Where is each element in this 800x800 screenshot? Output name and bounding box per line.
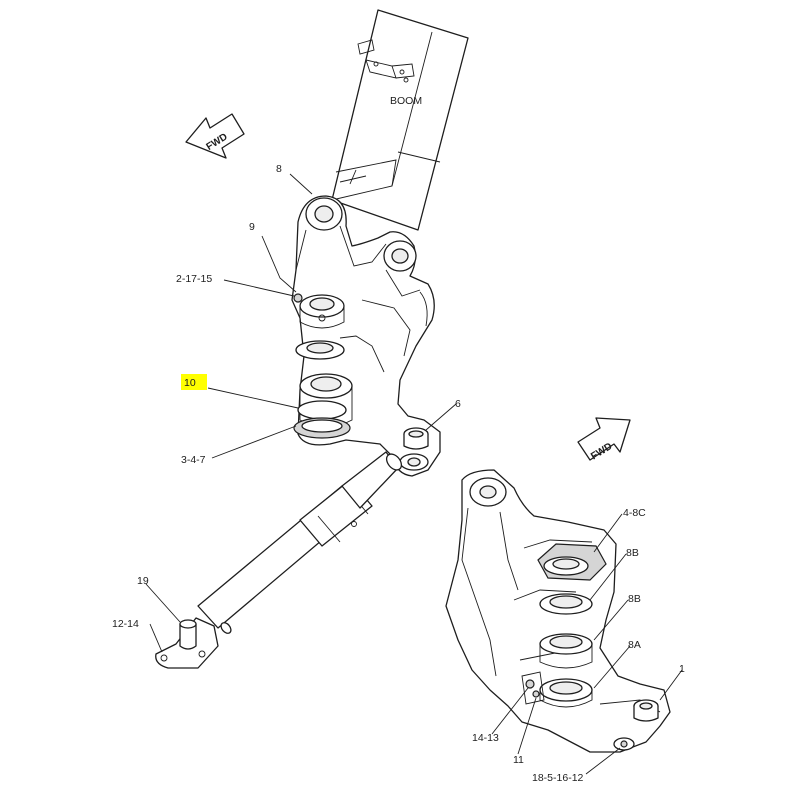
leader-lines [145,173,683,775]
callout-14-13: 14-13 [472,732,499,744]
callout-8a: 8A [628,639,641,651]
callout-labels: 8 9 2-17-15 10 6 3-4-7 4-8C 8B 8B 8A 1 1… [112,163,685,784]
boom-assembly [331,9,469,231]
callout-4-8c: 4-8C [623,507,646,519]
callout-3-4-7: 3-4-7 [181,454,206,466]
callout-8b-bottom: 8B [628,593,641,605]
fwd-arrow-top: FWD [185,113,245,159]
callout-1: 1 [679,663,685,675]
callout-18-5-16-12: 18-5-16-12 [532,772,584,784]
callout-8: 8 [276,163,282,175]
callout-10-highlight [181,374,207,390]
callout-10: 10 [184,377,196,389]
callout-2-17-15: 2-17-15 [176,273,212,285]
swing-bracket-upper [291,195,441,477]
fwd-arrow-right: FWD [577,417,631,462]
callout-19: 19 [137,575,149,587]
callout-8b-top: 8B [626,547,639,559]
callout-6: 6 [455,398,461,410]
callout-11: 11 [513,754,524,766]
callout-12-14: 12-14 [112,618,139,630]
boom-label: BOOM [390,95,422,107]
frame-bracket-lower [445,469,671,753]
swing-cylinder [155,451,403,669]
callout-9: 9 [249,221,255,233]
